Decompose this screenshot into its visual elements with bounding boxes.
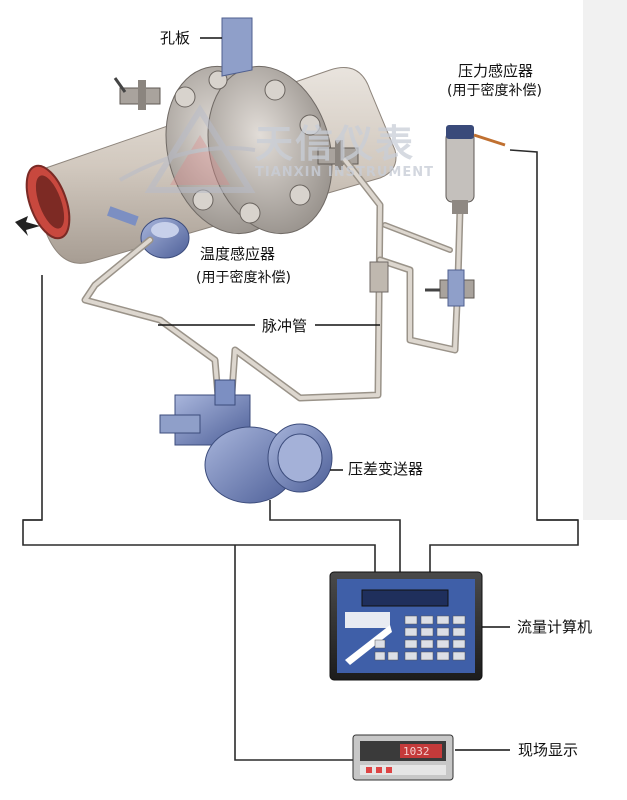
flow-computer-label: 流量计算机 xyxy=(517,618,593,636)
tube-tee-fitting xyxy=(369,261,389,293)
watermark-english: TIANXIN INSTRUMENT xyxy=(255,165,434,180)
pressure-isolation-valve xyxy=(425,269,475,307)
signal-wires xyxy=(22,149,579,761)
watermark-chinese: 天信仪表 xyxy=(255,122,416,166)
temperature-sensor-sublabel: (用于密度补偿) xyxy=(196,270,291,286)
impulse-tube-label: 脉冲管 xyxy=(262,317,308,335)
field-display-device xyxy=(352,734,454,781)
background-strip xyxy=(583,0,627,520)
temperature-sensor xyxy=(107,206,190,259)
label-leaders xyxy=(158,37,510,751)
pressure-sensor-sublabel: (用于密度补偿) xyxy=(447,83,542,99)
dp-transmitter-label: 压差变送器 xyxy=(348,460,424,478)
watermark-logo xyxy=(119,104,256,193)
flow-direction-arrow xyxy=(15,216,40,236)
upstream-tap-valve xyxy=(113,77,161,110)
impulse-tubes xyxy=(81,156,464,424)
dp-transmitter-device xyxy=(159,379,333,504)
flow-computer-device xyxy=(329,571,483,681)
orifice-plate-label: 孔板 xyxy=(160,29,191,47)
field-display-readout: 1032 xyxy=(403,745,430,758)
field-display-label: 现场显示 xyxy=(518,741,579,759)
pressure-sensor xyxy=(445,125,506,214)
orifice-plate-tab xyxy=(221,17,253,77)
temperature-sensor-label: 温度感应器 xyxy=(200,245,276,263)
pressure-sensor-label: 压力感应器 xyxy=(458,62,534,80)
